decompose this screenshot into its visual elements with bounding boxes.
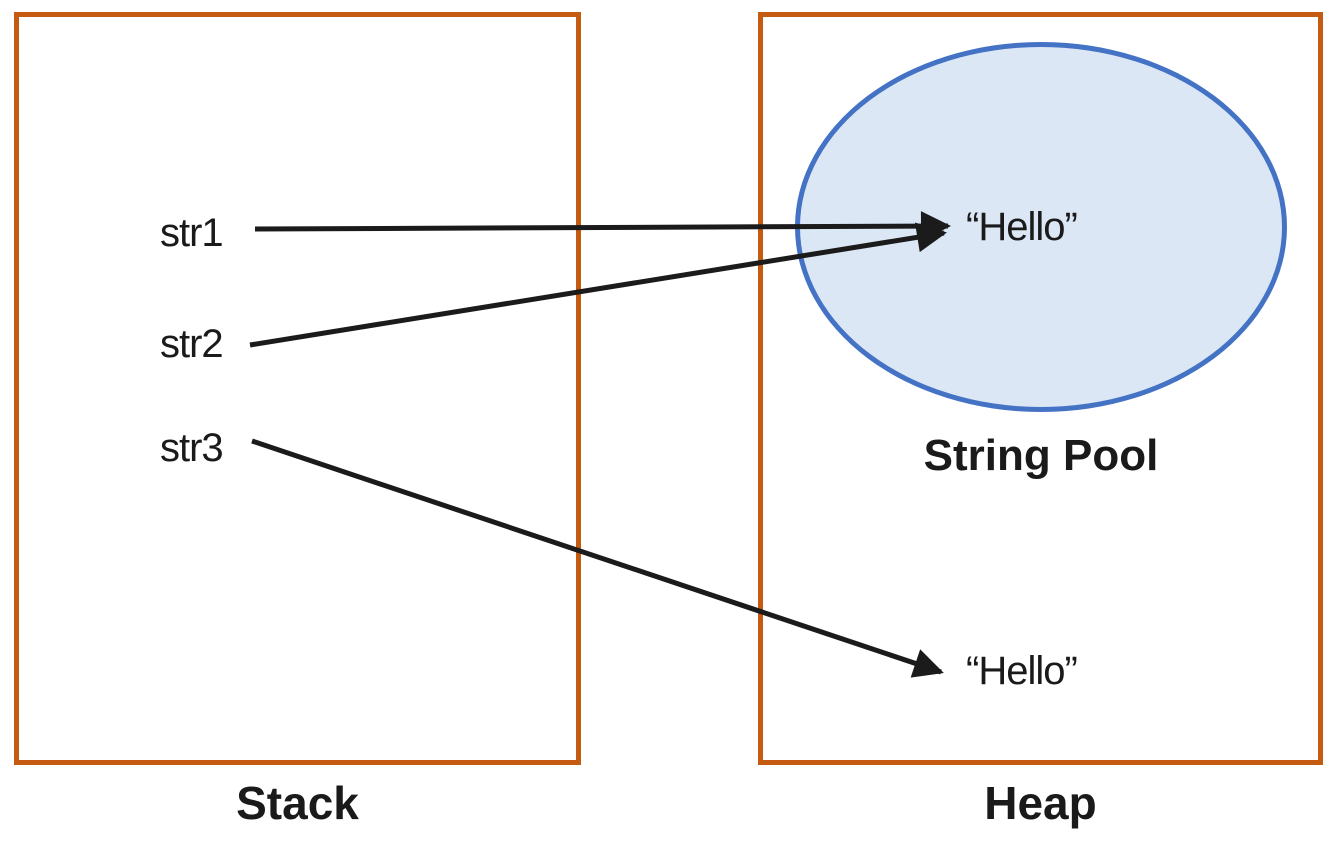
heap-caption: Heap xyxy=(984,777,1097,829)
heap-hello-value: “Hello” xyxy=(966,649,1078,693)
stack-caption: Stack xyxy=(236,777,359,829)
stack-variable-str2: str2 xyxy=(160,322,224,366)
stack-variable-str3: str3 xyxy=(160,426,224,470)
string-pool-caption: String Pool xyxy=(923,431,1159,480)
stack-box xyxy=(14,12,581,765)
string-pool-hello-value: “Hello” xyxy=(966,205,1078,249)
stack-variable-str1: str1 xyxy=(160,211,224,255)
heap-box xyxy=(758,12,1323,765)
